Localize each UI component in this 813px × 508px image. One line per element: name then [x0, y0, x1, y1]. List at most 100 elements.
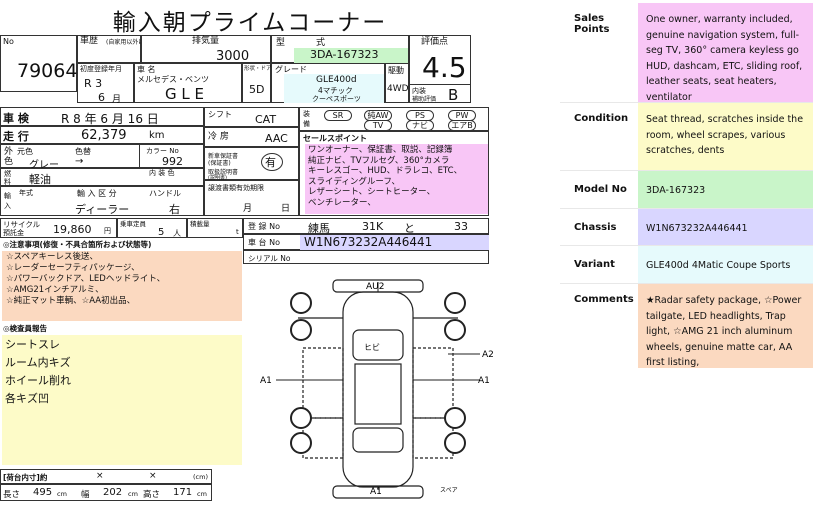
shaken-value: R 8 年 6 月 16 日	[61, 112, 159, 126]
ac-box: 冷 房 AAC	[204, 127, 299, 147]
details-row-chassis: Chassis W1N673232A446441	[560, 209, 813, 246]
wheel-rear-right	[444, 407, 466, 429]
model-label: 型	[276, 38, 286, 48]
transfer-doc-box: 譲渡書類有効期限 月 日	[204, 180, 299, 216]
notes-section: ◎注意事項(修復・不具合箇所および状態等) ☆スペアキーレス後送、 ☆レーダーセ…	[0, 238, 243, 322]
sales-line: ベンチレーター、	[308, 197, 376, 208]
recycle-label: リサイクル	[3, 220, 41, 229]
length-value: 495	[33, 487, 53, 498]
warranty-value: 有	[265, 156, 276, 169]
color-change-label: 色替	[75, 147, 91, 156]
label-spare: スペア	[440, 487, 458, 494]
length-label: 長さ	[3, 490, 21, 500]
notes-text: ☆スペアキーレス後送、 ☆レーダーセーフティパッケージ、 ☆パワーバックドア、L…	[6, 252, 165, 307]
wheel-front-left-inner	[290, 319, 312, 341]
wheel-rear-right-inner	[444, 432, 466, 454]
sales-point-label: セールスポイント	[303, 134, 367, 143]
details-value-variant: GLE400d 4Matic Coupe Sports	[638, 246, 813, 283]
notes-highlight	[2, 251, 242, 321]
ac-value: AAC	[265, 132, 288, 145]
capacity-box: 乗車定員 5 人	[117, 218, 187, 238]
score-value: 4.5	[422, 51, 467, 84]
grade-box: グレード GLE400d 4マチック クーペスポーツ	[271, 63, 385, 103]
history-label: 車歴	[80, 36, 99, 46]
color-value: グレー	[29, 160, 59, 171]
label-a1-bottom: A1	[370, 487, 382, 497]
history-box: 車歴 (自家用以外は記入)	[77, 35, 159, 63]
drive-label: 駆動	[388, 66, 404, 75]
notes-line: ☆レーダーセーフティパッケージ、	[6, 263, 140, 273]
model-highlight	[294, 48, 408, 63]
car-damage-diagram: AU2 A2 A1 A1 A1 ヒビ スペア	[260, 279, 494, 499]
details-row-model: Model No 3DA-167323	[560, 171, 813, 209]
transfer-doc-label: 譲渡書類有効期限	[208, 184, 264, 192]
details-row-condition: Condition Seat thread, scratches inside …	[560, 103, 813, 171]
details-key-condition: Condition	[574, 113, 629, 124]
model-label-2: 式	[316, 38, 326, 48]
reg-kana: と	[404, 222, 415, 235]
inspector-text: シートスレ ルーム内キズ ホイール削れ 各キズ凹	[5, 336, 71, 408]
import-label-a: 輸	[4, 192, 11, 200]
score-box: 評価点 4.5 内装 補助評価 B	[409, 35, 471, 104]
car-body-outline	[342, 291, 414, 488]
equip-airbag: エアB	[448, 120, 476, 131]
inspector-line: シートスレ	[5, 338, 60, 351]
serial-label: シリアル No	[248, 254, 291, 263]
transfer-day: 日	[281, 204, 291, 214]
length-unit: cm	[57, 490, 67, 498]
details-value-model: 3DA-167323	[638, 171, 813, 208]
mileage-unit: km	[149, 130, 165, 141]
interior-score-area: 内装 補助評価 B	[410, 84, 471, 104]
mileage-value: 62,379	[81, 128, 127, 143]
equip-navi: ナビ	[406, 120, 434, 131]
doors-box: 形状・ドア数 5D	[242, 63, 277, 103]
maker-box: 車 名 メルセデス・ベンツ G L E	[134, 63, 242, 103]
grade-line-3: クーペスポーツ	[312, 95, 361, 103]
load-box: 積載量 t	[187, 218, 243, 238]
details-key-model: Model No	[574, 184, 627, 195]
registration-era: R 3	[84, 77, 103, 90]
maker-value: メルセデス・ベンツ	[137, 75, 209, 84]
reg-number: 33	[454, 220, 468, 233]
fuel-label-b: 料	[4, 178, 11, 186]
sales-point-text: ワンオーナー、保証書、取説、記録簿 純正ナビ、TVフルセグ、360°カメラ キー…	[308, 145, 462, 208]
details-value-chassis: W1N673232A446441	[638, 209, 813, 245]
label-au2: AU2	[366, 282, 384, 292]
equip-label-a: 装	[303, 110, 310, 118]
cargo-box: [荷台内寸]約 × × (cm)	[0, 469, 212, 484]
details-key-variant: Variant	[574, 259, 615, 270]
chassis-box: 車 台 No W1N673232A446441	[243, 234, 489, 250]
inspector-section: ◎検査員報告 シートスレ ルーム内キズ ホイール削れ 各キズ凹	[0, 322, 243, 467]
color-label-a: 外	[4, 147, 14, 157]
auction-sheet: 輸入朝プライムコーナー No 79064 車歴 (自家用以外は記入) 排気量 3…	[0, 10, 494, 501]
interior-label: 内装	[412, 87, 426, 95]
cargo-label: [荷台内寸]約	[3, 473, 48, 482]
import-type-label: 輸 入 区 分	[77, 189, 117, 198]
history-sub: (自家用以外は記入)	[106, 39, 159, 46]
warranty-label: 新車保証書	[208, 153, 239, 160]
notes-line: ☆スペアキーレス後送、	[6, 252, 99, 262]
details-key-sales: Sales Points	[574, 13, 610, 35]
cargo-x2: ×	[149, 471, 157, 481]
lot-number: 79064	[17, 60, 78, 82]
details-key-comments: Comments	[574, 294, 634, 305]
details-value-sales: One owner, warranty included, genuine na…	[638, 3, 813, 103]
notes-line: ☆AMG21インチアルミ、	[6, 285, 104, 295]
cargo-x1: ×	[96, 471, 104, 481]
import-type-value: ディーラー	[75, 203, 130, 216]
wheel-rear-left-inner	[290, 432, 312, 454]
color-no-label: カラー No	[146, 147, 179, 155]
shaken-box: 車 検 R 8 年 6 月 16 日	[0, 107, 204, 126]
inspector-label: ◎検査員報告	[3, 324, 48, 333]
model-code: 3DA-167323	[310, 48, 379, 61]
reg-area: 練馬	[308, 222, 330, 235]
details-row-variant: Variant GLE400d 4Matic Coupe Sports	[560, 246, 813, 284]
width-label: 幅	[81, 490, 90, 500]
width-unit: cm	[128, 490, 138, 498]
label-a2: A2	[482, 350, 494, 360]
inspector-line: ホイール削れ	[5, 374, 71, 387]
grade-highlight	[284, 74, 384, 103]
orig-color-label: 元色	[17, 147, 33, 156]
color-no-value: 992	[162, 155, 183, 168]
sales-line: ワンオーナー、保証書、取説、記録簿	[308, 145, 453, 155]
